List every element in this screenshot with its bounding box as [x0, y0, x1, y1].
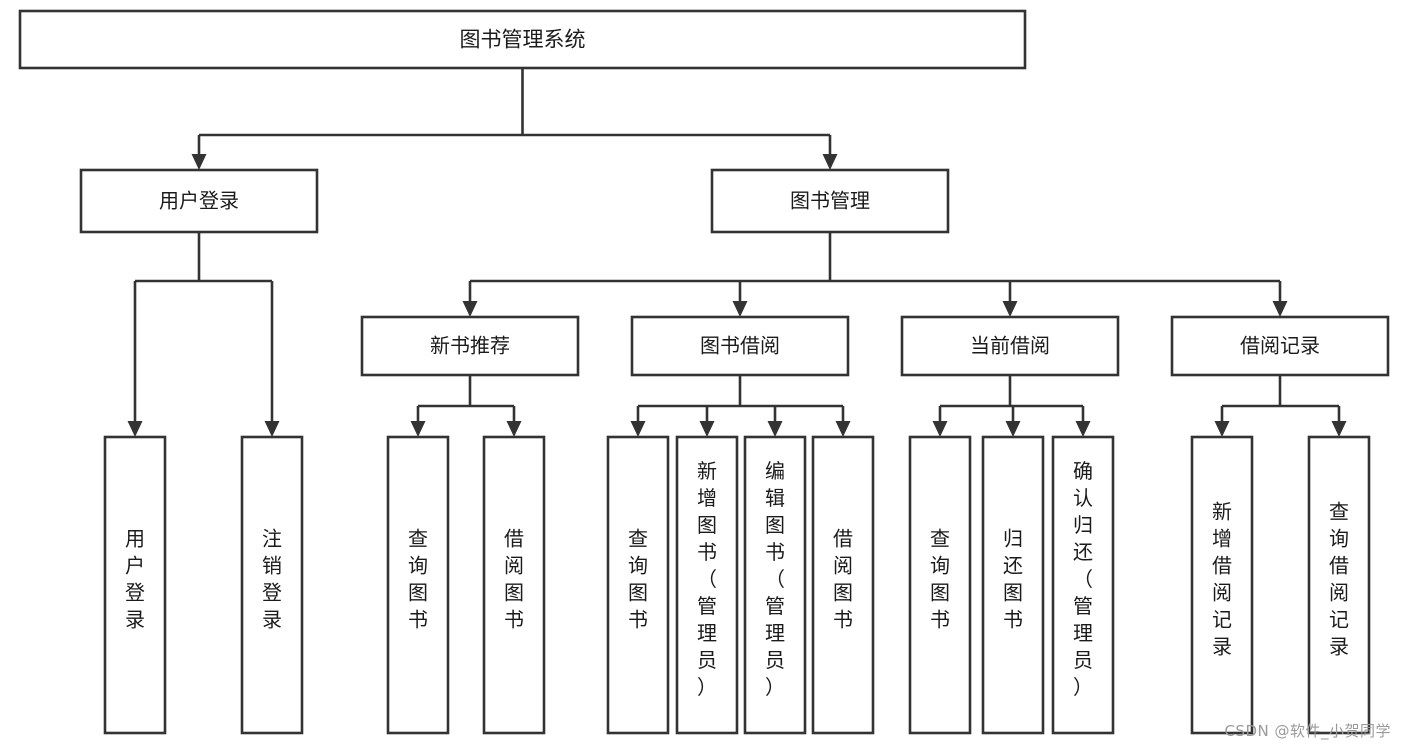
node-leaf-add-book-admin-label: 新增图书（管理员）: [697, 459, 717, 699]
node-leaf-add-book-admin-box[interactable]: [675, 435, 739, 735]
node-borrow-record-box[interactable]: [1170, 315, 1390, 377]
node-current-borrow[interactable]: 当前借阅: [900, 315, 1120, 377]
node-leaf-query-book-2-label: 查询图书: [628, 527, 648, 632]
node-leaf-query-book-1-box[interactable]: [386, 435, 450, 735]
node-leaf-user-login-label: 用户登录: [125, 527, 145, 632]
node-borrow-record-label: 借阅记录: [1240, 334, 1320, 358]
node-leaf-user-logout[interactable]: 注销登录: [240, 435, 304, 735]
node-leaf-query-borrow-record-box[interactable]: [1307, 435, 1371, 735]
node-leaf-confirm-return-admin[interactable]: 确认归还（管理员）: [1051, 435, 1115, 735]
node-leaf-query-book-3[interactable]: 查询图书: [908, 435, 972, 735]
node-leaf-confirm-return-admin-label: 确认归还（管理员）: [1073, 459, 1093, 699]
node-new-book-recommend[interactable]: 新书推荐: [360, 315, 580, 377]
node-user-login-label: 用户登录: [159, 189, 239, 213]
node-leaf-borrow-book-2-label: 借阅图书: [833, 527, 853, 632]
arrow-head-icon: [191, 154, 207, 170]
node-leaf-query-book-2[interactable]: 查询图书: [606, 435, 670, 735]
node-book-borrow[interactable]: 图书借阅: [630, 315, 850, 377]
node-leaf-query-book-2-box[interactable]: [606, 435, 670, 735]
node-root-box[interactable]: [18, 9, 1027, 70]
node-user-login-box[interactable]: [79, 168, 319, 234]
arrow-head-icon: [932, 421, 948, 437]
node-book-management[interactable]: 图书管理: [710, 168, 950, 234]
node-current-borrow-label: 当前借阅: [970, 334, 1050, 358]
arrow-head-icon: [732, 301, 748, 317]
node-leaf-borrow-book-1-box[interactable]: [482, 435, 546, 735]
arrow-head-icon: [835, 421, 851, 437]
node-leaf-edit-book-admin-box[interactable]: [743, 435, 807, 735]
node-root-label: 图书管理系统: [460, 28, 586, 52]
arrow-head-icon: [1331, 421, 1347, 437]
node-current-borrow-box[interactable]: [900, 315, 1120, 377]
node-leaf-query-book-3-box[interactable]: [908, 435, 972, 735]
node-boxes-layer: 图书管理系统用户登录图书管理新书推荐图书借阅当前借阅借阅记录用户登录注销登录查询…: [18, 9, 1390, 735]
csdn-watermark: CSDN @软件_小贺同学: [1224, 722, 1391, 740]
node-leaf-return-book-label: 归还图书: [1003, 527, 1023, 632]
arrow-head-icon: [630, 421, 646, 437]
arrow-head-icon: [699, 421, 715, 437]
arrow-head-icon: [462, 301, 478, 317]
node-book-management-box[interactable]: [710, 168, 950, 234]
arrow-head-icon: [1002, 301, 1018, 317]
arrow-head-icon: [264, 421, 280, 437]
node-book-management-label: 图书管理: [790, 189, 870, 213]
node-leaf-query-book-1-label: 查询图书: [408, 527, 428, 632]
node-book-borrow-label: 图书借阅: [700, 334, 780, 358]
node-leaf-add-borrow-record-label: 新增借阅记录: [1212, 500, 1232, 659]
node-leaf-user-login[interactable]: 用户登录: [103, 435, 167, 735]
arrow-head-icon: [1075, 421, 1091, 437]
node-leaf-query-book-1[interactable]: 查询图书: [386, 435, 450, 735]
node-leaf-add-borrow-record-box[interactable]: [1190, 435, 1254, 735]
node-leaf-add-borrow-record[interactable]: 新增借阅记录: [1190, 435, 1254, 735]
node-leaf-add-book-admin[interactable]: 新增图书（管理员）: [675, 435, 739, 735]
node-book-borrow-box[interactable]: [630, 315, 850, 377]
arrow-head-icon: [1005, 421, 1021, 437]
node-leaf-query-book-3-label: 查询图书: [930, 527, 950, 632]
node-leaf-query-borrow-record-label: 查询借阅记录: [1329, 500, 1349, 659]
node-leaf-borrow-book-1-label: 借阅图书: [504, 527, 524, 632]
node-leaf-user-login-box[interactable]: [103, 435, 167, 735]
node-borrow-record[interactable]: 借阅记录: [1170, 315, 1390, 377]
node-leaf-edit-book-admin[interactable]: 编辑图书（管理员）: [743, 435, 807, 735]
node-root[interactable]: 图书管理系统: [18, 9, 1027, 70]
node-leaf-return-book-box[interactable]: [981, 435, 1045, 735]
node-new-book-recommend-box[interactable]: [360, 315, 580, 377]
node-leaf-borrow-book-1[interactable]: 借阅图书: [482, 435, 546, 735]
node-leaf-user-logout-box[interactable]: [240, 435, 304, 735]
node-leaf-borrow-book-2[interactable]: 借阅图书: [811, 435, 875, 735]
node-user-login[interactable]: 用户登录: [79, 168, 319, 234]
connector-lines-layer: [127, 68, 1347, 437]
arrow-head-icon: [506, 421, 522, 437]
arrow-head-icon: [822, 154, 838, 170]
node-new-book-recommend-label: 新书推荐: [430, 334, 510, 358]
arrow-head-icon: [1214, 421, 1230, 437]
node-leaf-return-book[interactable]: 归还图书: [981, 435, 1045, 735]
arrow-head-icon: [410, 421, 426, 437]
arrow-head-icon: [767, 421, 783, 437]
arrow-head-icon: [1272, 301, 1288, 317]
node-leaf-edit-book-admin-label: 编辑图书（管理员）: [765, 459, 785, 699]
arrow-head-icon: [127, 421, 143, 437]
node-leaf-confirm-return-admin-box[interactable]: [1051, 435, 1115, 735]
node-leaf-borrow-book-2-box[interactable]: [811, 435, 875, 735]
node-leaf-query-borrow-record[interactable]: 查询借阅记录: [1307, 435, 1371, 735]
node-leaf-user-logout-label: 注销登录: [262, 527, 282, 632]
